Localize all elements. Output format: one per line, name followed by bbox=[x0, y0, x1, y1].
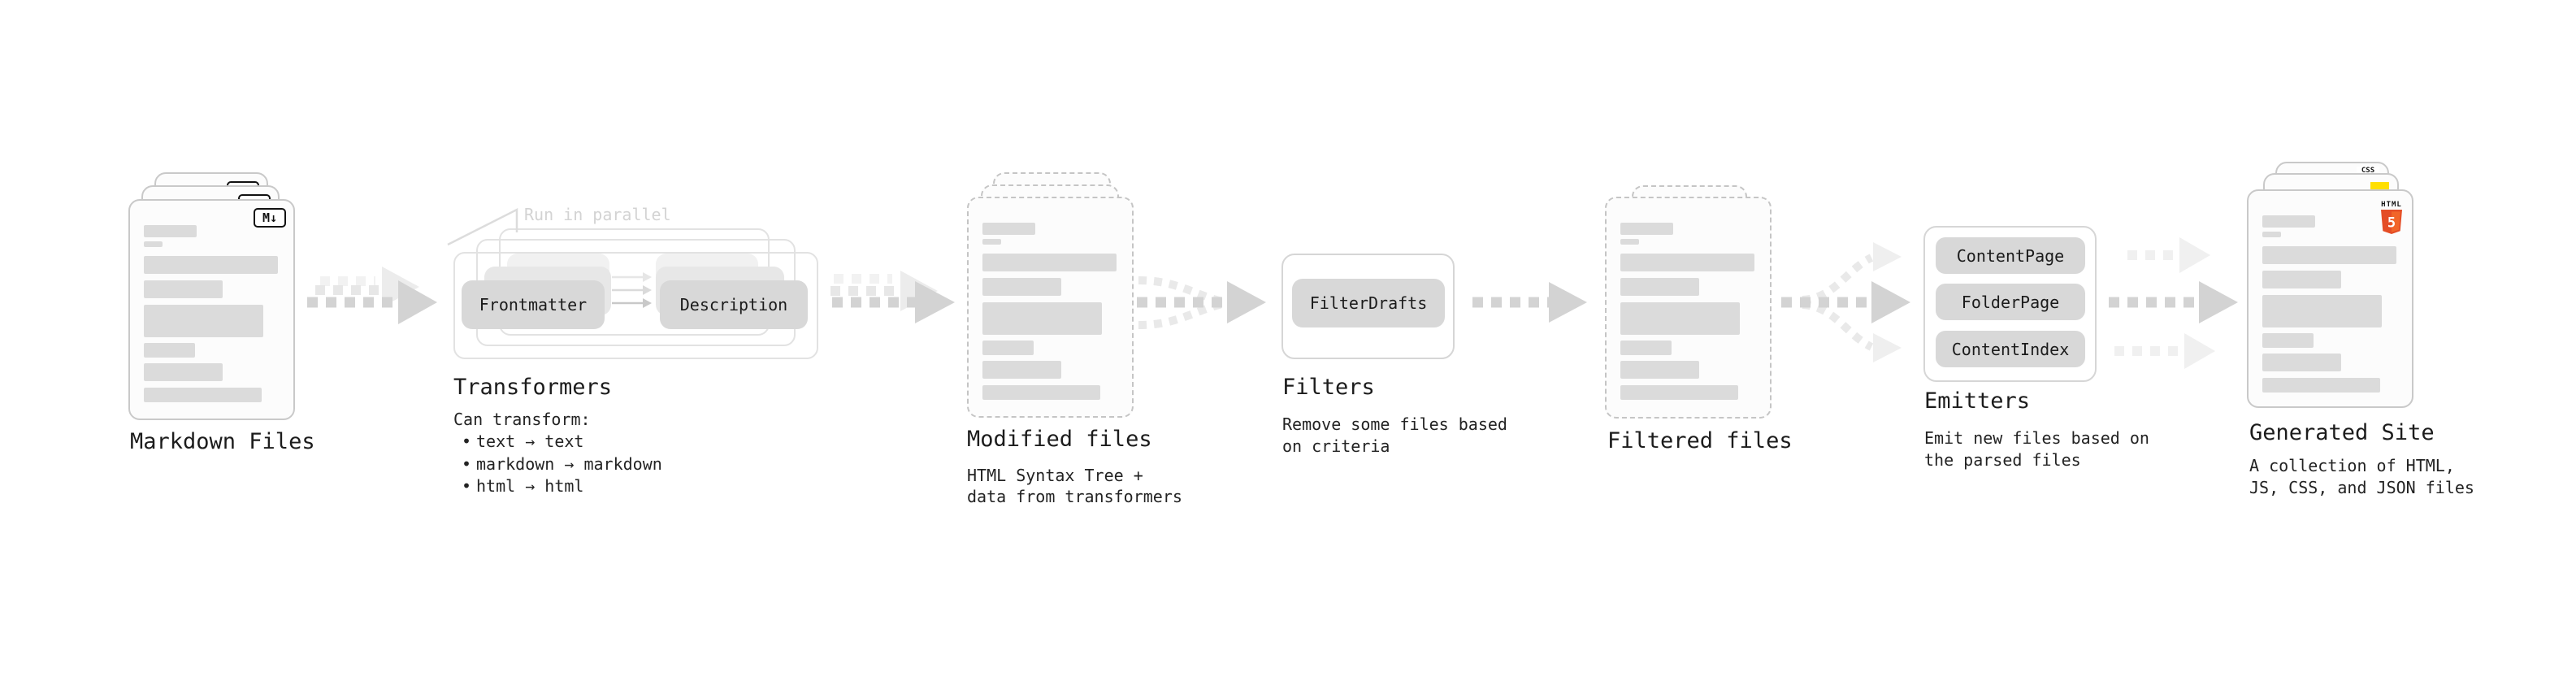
markdown-files-label: Markdown Files bbox=[130, 429, 315, 454]
modified-doc-card-front bbox=[967, 197, 1134, 418]
contentpage-pill: ContentPage bbox=[1936, 237, 2085, 274]
arrow-transformers-to-modified bbox=[830, 271, 955, 323]
bullet-item: •html → html bbox=[462, 475, 662, 498]
frontmatter-pill-label: Frontmatter bbox=[479, 295, 588, 314]
transformers-label: Transformers bbox=[453, 375, 613, 400]
text-line-bar bbox=[2262, 232, 2281, 237]
contentindex-pill: ContentIndex bbox=[1936, 331, 2085, 367]
html5-number-label: 5 bbox=[2387, 215, 2396, 232]
description-pill-label: Description bbox=[679, 295, 788, 314]
text-line-bar bbox=[1620, 302, 1740, 335]
text-line-bar bbox=[1620, 239, 1639, 245]
html5-word-label: HTML bbox=[2381, 201, 2402, 209]
markdown-doc-card-front: M↓ bbox=[128, 199, 295, 420]
description-pill: Description bbox=[660, 280, 808, 329]
generated-site-label: Generated Site bbox=[2249, 420, 2435, 445]
text-line-bar bbox=[2262, 271, 2341, 288]
markdown-icon-label: M↓ bbox=[262, 210, 278, 225]
text-line-bar bbox=[2262, 354, 2341, 371]
html5-shield: 5 bbox=[2381, 210, 2402, 234]
text-line-bar bbox=[144, 343, 195, 358]
arrow-modified-to-filters-merge bbox=[1137, 276, 1266, 329]
arrow-filtered-to-emitters-diverge bbox=[1781, 242, 1910, 362]
text-line-bar bbox=[982, 385, 1100, 400]
js-badge-icon bbox=[2370, 182, 2389, 191]
bullet-text: text → text bbox=[476, 432, 584, 451]
text-line-bar bbox=[2262, 246, 2396, 264]
text-line-bar bbox=[144, 256, 278, 274]
text-line-bar bbox=[144, 225, 197, 237]
contentindex-pill-label: ContentIndex bbox=[1951, 339, 2070, 359]
text-line-bar bbox=[982, 340, 1034, 355]
emitters-caption-2: the parsed files bbox=[1924, 450, 2081, 470]
arrow-emitters-to-generated bbox=[2109, 237, 2238, 369]
arrow-filters-to-filtered bbox=[1472, 282, 1587, 323]
text-line-bar bbox=[982, 239, 1001, 245]
text-line-bar bbox=[982, 223, 1035, 235]
html5-icon: HTML 5 bbox=[2381, 194, 2402, 237]
text-line-bar bbox=[982, 361, 1061, 379]
filterdrafts-pill: FilterDrafts bbox=[1292, 279, 1445, 327]
generated-doc-card-html: HTML 5 bbox=[2247, 189, 2413, 408]
text-line-bar bbox=[2262, 333, 2314, 348]
text-line-bar bbox=[2262, 215, 2315, 228]
transformers-bullet-list: •text → text •markdown → markdown •html … bbox=[462, 431, 662, 498]
text-line-bar bbox=[144, 241, 163, 247]
arrow-markdown-to-transformers bbox=[307, 267, 437, 324]
emitters-label: Emitters bbox=[1924, 388, 2031, 414]
filtered-doc-card-front bbox=[1605, 197, 1772, 419]
folderpage-pill: FolderPage bbox=[1936, 284, 2085, 320]
bullet-glyph: • bbox=[462, 453, 472, 474]
frontmatter-pill: Frontmatter bbox=[462, 280, 605, 329]
text-line-bar bbox=[144, 388, 262, 402]
emitters-caption-1: Emit new files based on bbox=[1924, 428, 2149, 448]
text-line-bar bbox=[144, 305, 263, 337]
text-line-bar bbox=[144, 280, 223, 298]
transformer-box-front bbox=[453, 252, 818, 359]
bullet-glyph: • bbox=[462, 432, 472, 451]
text-line-bar bbox=[1620, 278, 1699, 296]
contentpage-pill-label: ContentPage bbox=[1956, 245, 2065, 266]
bullet-item: •markdown → markdown bbox=[462, 453, 662, 476]
filtered-files-label: Filtered files bbox=[1607, 428, 1793, 453]
modified-files-caption-2: data from transformers bbox=[967, 487, 1182, 506]
bullet-item: •text → text bbox=[462, 431, 662, 453]
text-line-bar bbox=[1620, 340, 1672, 355]
bullet-text: markdown → markdown bbox=[476, 453, 662, 474]
markdown-icon: M↓ bbox=[254, 208, 286, 228]
filters-label: Filters bbox=[1282, 375, 1375, 400]
filters-caption-1: Remove some files based bbox=[1282, 414, 1507, 434]
text-line-bar bbox=[144, 363, 223, 381]
text-line-bar bbox=[1620, 361, 1699, 379]
text-line-bar bbox=[1620, 254, 1754, 271]
text-line-bar bbox=[2262, 295, 2382, 327]
filters-caption-2: on criteria bbox=[1282, 436, 1390, 456]
bullet-text: html → html bbox=[476, 476, 584, 496]
filterdrafts-pill-label: FilterDrafts bbox=[1309, 293, 1428, 313]
generated-site-caption-1: A collection of HTML, bbox=[2249, 456, 2455, 475]
text-line-bar bbox=[1620, 385, 1738, 400]
text-line-bar bbox=[2262, 378, 2380, 393]
text-line-bar bbox=[982, 278, 1061, 296]
modified-files-label: Modified files bbox=[967, 427, 1152, 452]
folderpage-pill-label: FolderPage bbox=[1961, 292, 2060, 312]
bullet-glyph: • bbox=[462, 476, 472, 496]
transformers-caption: Can transform: bbox=[453, 410, 591, 429]
text-line-bar bbox=[982, 302, 1102, 335]
text-line-bar bbox=[982, 254, 1117, 271]
modified-files-caption-1: HTML Syntax Tree + bbox=[967, 466, 1143, 485]
text-line-bar bbox=[1620, 223, 1673, 235]
run-in-parallel-note: Run in parallel bbox=[524, 205, 671, 224]
generated-site-caption-2: JS, CSS, and JSON files bbox=[2249, 478, 2474, 497]
css-badge-label: CSS bbox=[2361, 167, 2375, 175]
